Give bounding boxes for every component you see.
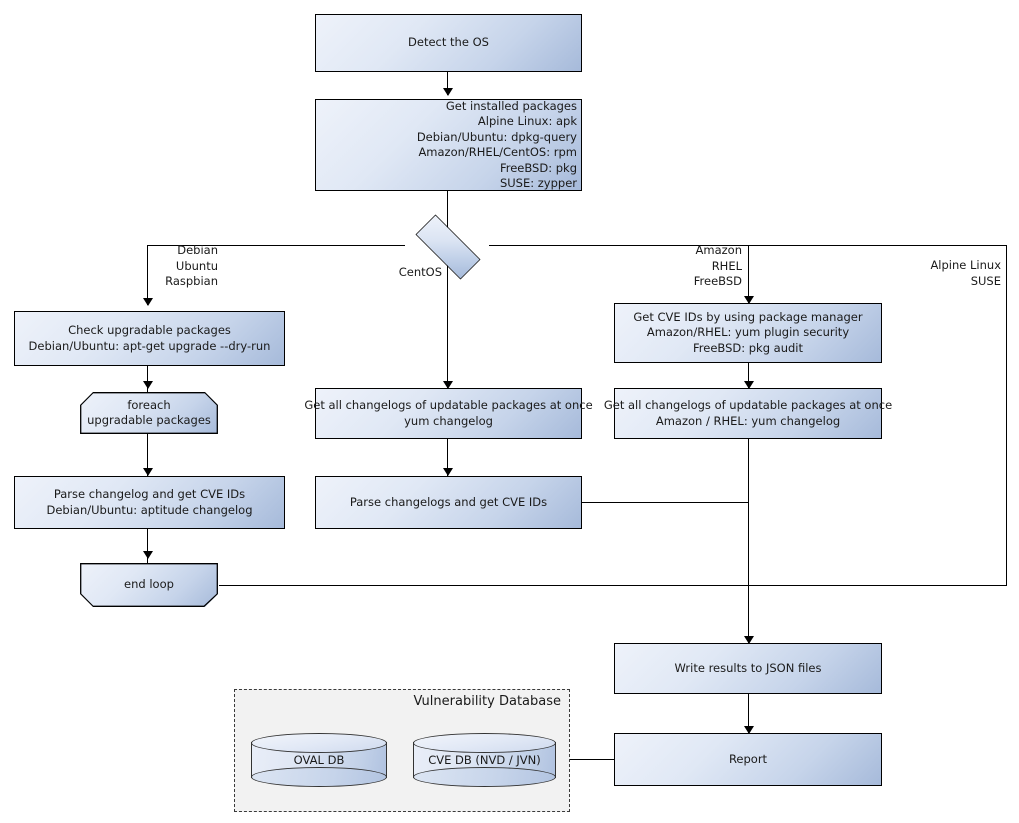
branch-label-debian: Debian Ubuntu Raspbian	[165, 243, 218, 288]
node-get-changelogs-rhel[interactable]: Get all changelogs of updatable packages…	[604, 388, 892, 439]
node-get-installed-packages[interactable]: Get installed packages Alpine Linux: apk…	[315, 99, 582, 191]
arrow-write-to-report	[744, 726, 754, 734]
node-get-changelogs-rhel-label: Get all changelogs of updatable packages…	[603, 398, 893, 428]
node-foreach-loop[interactable]: foreach upgradable packages	[80, 392, 218, 434]
arrow-centos-branch	[443, 381, 453, 389]
connector-write-to-report	[748, 694, 750, 733]
connector-changelogs-to-write	[748, 439, 750, 643]
connector-packages-to-decision	[447, 191, 449, 228]
oval-db-cylinder-top	[251, 733, 387, 753]
node-write-results[interactable]: Write results to JSON files	[614, 643, 882, 694]
node-os-decision[interactable]	[403, 214, 491, 280]
arrow-detect-to-packages	[443, 88, 453, 96]
connector-debian-branch	[147, 245, 149, 305]
connector-alpine-branch	[1006, 245, 1008, 586]
branch-label-centos: CentOS	[398, 265, 442, 279]
arrow-check-to-foreach	[143, 381, 153, 389]
node-detect-os[interactable]: Detect the OS	[315, 14, 582, 72]
connector-detect-to-packages	[447, 72, 449, 95]
node-check-upgradable[interactable]: Check upgradable packages Debian/Ubuntu:…	[14, 311, 285, 366]
connector-parse-to-endloop	[147, 529, 149, 563]
node-report-label: Report	[728, 751, 768, 766]
arrow-parse-to-endloop	[143, 551, 153, 559]
node-get-installed-packages-label: Get installed packages Alpine Linux: apk…	[416, 98, 577, 191]
node-write-results-label: Write results to JSON files	[674, 660, 822, 675]
foreach-loop-outline	[80, 392, 218, 434]
end-loop-outline	[80, 563, 218, 607]
node-parse-changelogs-centos[interactable]: Parse changelogs and get CVE IDs	[315, 476, 582, 529]
cve-db-cylinder-top	[413, 733, 556, 753]
connector-amazon-branch	[748, 245, 750, 303]
cve-db-label: CVE DB (NVD / JVN)	[428, 753, 541, 767]
oval-db-cylinder-bottom	[251, 767, 387, 787]
arrow-cveids-to-changelogs	[744, 381, 754, 389]
connector-check-to-foreach	[147, 366, 149, 392]
connector-decision-bar-left	[147, 245, 405, 247]
connector-changelogs-to-parse-centos	[447, 439, 449, 476]
node-detect-os-label: Detect the OS	[408, 35, 489, 50]
oval-db-label: OVAL DB	[293, 753, 345, 767]
database-cve-db[interactable]: CVE DB (NVD / JVN)	[413, 733, 556, 787]
vulnerability-database-title: Vulnerability Database	[413, 694, 561, 709]
node-foreach-loop-label: foreach upgradable packages	[87, 397, 211, 427]
database-oval-db[interactable]: OVAL DB	[251, 733, 387, 787]
connector-centos-branch	[447, 265, 449, 388]
node-end-loop[interactable]: end loop	[80, 563, 218, 607]
node-get-changelogs-centos[interactable]: Get all changelogs of updatable packages…	[304, 388, 593, 439]
node-get-cve-ids-pkgmgr[interactable]: Get CVE IDs by using package manager Ama…	[614, 303, 882, 363]
connector-vulndb-to-report	[570, 759, 615, 761]
node-parse-changelog-debian[interactable]: Parse changelog and get CVE IDs Debian/U…	[14, 476, 285, 529]
node-get-changelogs-centos-label: Get all changelogs of updatable packages…	[304, 398, 593, 428]
node-end-loop-label: end loop	[124, 577, 174, 592]
connector-parse-centos-to-write	[581, 502, 749, 504]
node-check-upgradable-label: Check upgradable packages Debian/Ubuntu:…	[28, 323, 271, 353]
node-parse-changelogs-centos-label: Parse changelogs and get CVE IDs	[349, 494, 548, 509]
node-report[interactable]: Report	[614, 733, 882, 786]
branch-label-alpine: Alpine Linux SUSE	[930, 258, 1001, 288]
arrow-foreach-to-parse	[143, 468, 153, 476]
connector-cveids-to-changelogs	[748, 363, 750, 388]
branch-label-amazon: Amazon RHEL FreeBSD	[693, 243, 742, 288]
cve-db-cylinder-bottom	[413, 767, 556, 787]
arrow-amazon-branch	[744, 296, 754, 304]
connector-endloop-to-right	[219, 585, 1007, 587]
node-get-cve-ids-pkgmgr-label: Get CVE IDs by using package manager Ama…	[633, 309, 863, 355]
arrow-changelogs-to-write	[744, 636, 754, 644]
arrow-debian-branch	[143, 298, 153, 306]
connector-foreach-to-parse	[147, 434, 149, 476]
arrow-changelogs-to-parse-centos	[443, 468, 453, 476]
node-parse-changelog-debian-label: Parse changelog and get CVE IDs Debian/U…	[46, 487, 253, 517]
